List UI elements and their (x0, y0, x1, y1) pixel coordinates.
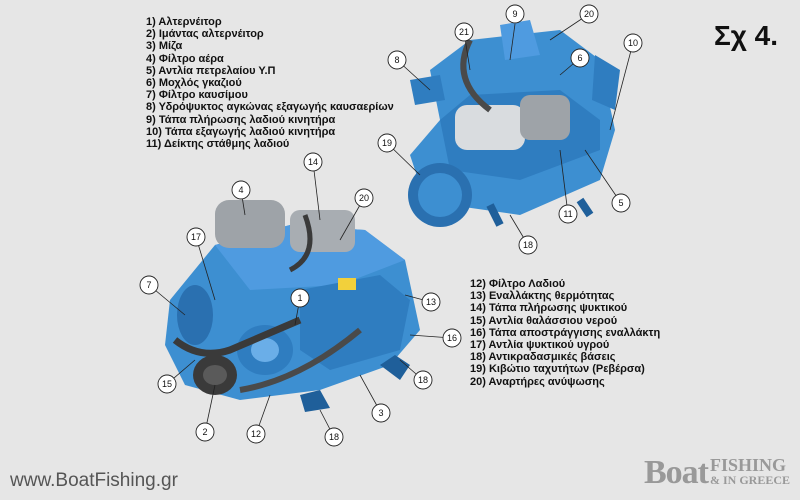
callout-15 (157, 374, 177, 394)
logo-top: FISHING (709, 455, 787, 475)
callout-numbers: 9 20 21 8 6 10 19 11 5 18 14 4 20 17 7 1… (146, 9, 638, 442)
legend-item: 11) Δείκτης στάθμης λαδιού (146, 138, 290, 151)
legend-item: 14) Τάπα πλήρωσης ψυκτικού (470, 302, 628, 315)
callout-label: 2 (202, 427, 207, 437)
callout-label: 20 (359, 193, 369, 203)
engine-front-view (165, 200, 420, 412)
callout-7 (139, 275, 159, 295)
legend-item: 17) Αντλία ψυκτικού υγρού (470, 339, 610, 352)
legend-item: 7) Φίλτρο καυσίμου (146, 89, 248, 102)
callout-14 (303, 152, 323, 172)
legend-item: 5) Αντλία πετρελαίου Υ.Π (146, 64, 276, 77)
legend-item: 4) Φίλτρο αέρα (146, 52, 224, 65)
legend-top: 1) Αλτερνέιτορ 2) Ιμάντας αλτερνέιτορ 3)… (146, 16, 394, 150)
callout-3 (371, 403, 391, 423)
logo-subtitle: FISHING & IN GREECE (709, 455, 790, 488)
boatfishing-logo: Boat FISHING & IN GREECE (644, 454, 790, 492)
legend-item: 2) Ιμάντας αλτερνέιτορ (146, 28, 264, 41)
callout-label: 10 (628, 38, 638, 48)
callout-13 (421, 292, 441, 312)
callout-label: 9 (512, 9, 517, 19)
callout-label: 21 (459, 27, 469, 37)
legend-item: 10) Τάπα εξαγωγής λαδιού κινητήρα (146, 125, 336, 138)
engine-rear-view (408, 20, 620, 227)
callout-10 (623, 33, 643, 53)
callout-18 (518, 235, 538, 255)
callout-6 (570, 48, 590, 68)
callout-11 (558, 204, 578, 224)
callout-21 (454, 22, 474, 42)
legend-item: 20) Αναρτήρες ανύψωσης (470, 375, 605, 388)
legend-item: 19) Κιβώτιο ταχυτήτων (Ρεβέρσα) (470, 363, 645, 376)
callout-label: 18 (418, 375, 428, 385)
legend-item: 13) Εναλλάκτης θερμότητας (470, 290, 615, 303)
callout-label: 17 (191, 232, 201, 242)
callout-1 (290, 288, 310, 308)
legend-item: 12) Φίλτρο Λαδιού (470, 278, 566, 290)
callout-8 (387, 50, 407, 70)
callout-label: 14 (308, 157, 318, 167)
callout-4 (231, 180, 251, 200)
callout-label: 7 (146, 280, 151, 290)
logo-bottom: & IN GREECE (709, 473, 790, 487)
callout-5 (611, 193, 631, 213)
callout-label: 12 (251, 429, 261, 439)
callout-label: 8 (394, 55, 399, 65)
callout-9 (505, 4, 525, 24)
callout-12 (246, 424, 266, 444)
callout-label: 11 (563, 209, 572, 219)
legend-item: 15) Αντλία θαλάσσιου νερού (470, 314, 618, 327)
legend-bottom: 12) Φίλτρο Λαδιού 13) Εναλλάκτης θερμότη… (470, 278, 660, 388)
legend-item: 3) Μίζα (146, 40, 183, 53)
callout-label: 4 (238, 185, 243, 195)
callout-label: 18 (329, 432, 339, 442)
logo-word: Boat (643, 454, 709, 491)
callout-20 (354, 188, 374, 208)
website-url: www.BoatFishing.gr (10, 470, 178, 491)
legend-item: 9) Τάπα πλήρωσης λαδιού κινητήρα (146, 113, 336, 126)
figure-label: Σχ 4. (713, 20, 778, 51)
callout-label: 16 (447, 333, 457, 343)
callout-20 (579, 4, 599, 24)
legend-item: 18) Αντικραδασμικές βάσεις (470, 351, 616, 364)
callout-18 (324, 427, 344, 447)
legend-item: 6) Μοχλός γκαζιού (146, 77, 242, 90)
callout-16 (442, 328, 462, 348)
callout-label: 3 (378, 408, 383, 418)
legend-item: 1) Αλτερνέιτορ (146, 16, 222, 28)
callout-19 (377, 133, 397, 153)
callout-label: 13 (426, 297, 436, 307)
callout-circles (139, 4, 643, 447)
callout-label: 19 (382, 138, 392, 148)
legend-item: 16) Τάπα αποστράγγισης εναλλάκτη (470, 326, 661, 339)
callout-label: 6 (577, 53, 582, 63)
callout-label: 15 (162, 379, 172, 389)
callout-label: 5 (618, 198, 623, 208)
legend-item: 8) Υδρόψυκτος αγκώνας εξαγωγής καυσαερίω… (146, 101, 394, 114)
callout-label: 18 (523, 240, 533, 250)
callout-label: 1 (297, 293, 302, 303)
callout-17 (186, 227, 206, 247)
callout-2 (195, 422, 215, 442)
callout-18 (413, 370, 433, 390)
callout-label: 20 (584, 9, 594, 19)
